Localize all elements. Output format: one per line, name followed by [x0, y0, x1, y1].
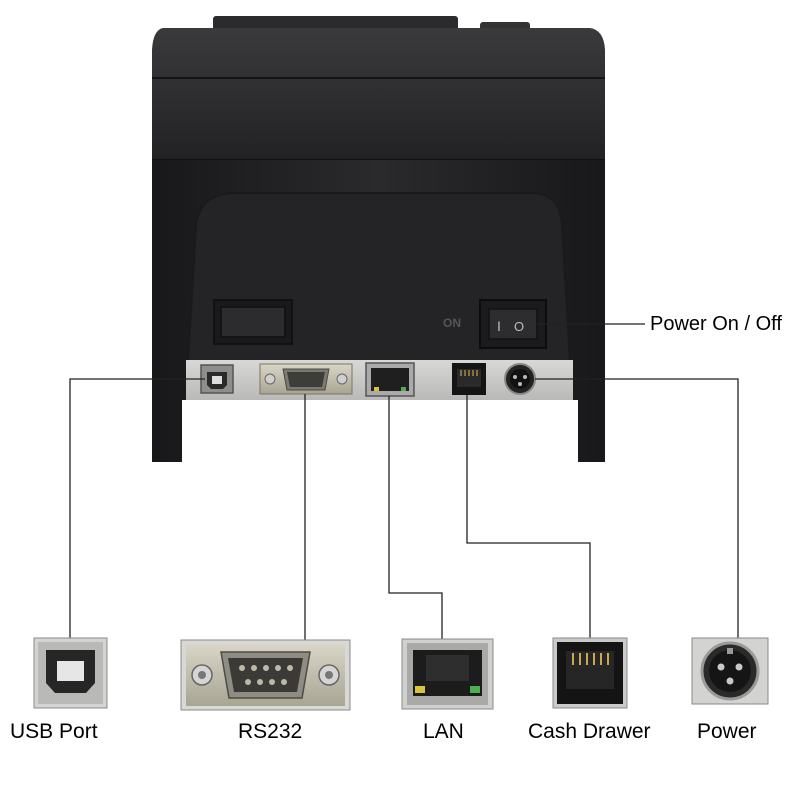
switch-off-symbol: O — [514, 319, 524, 334]
lan-port-callout — [401, 638, 494, 710]
leader-line-power — [535, 378, 739, 638]
rs232-label: RS232 — [238, 720, 303, 743]
usb-port-small — [200, 364, 234, 394]
power-port-callout — [691, 637, 769, 705]
leader-lines — [69, 323, 739, 640]
lan-port-small — [365, 362, 415, 397]
cash-drawer-port-callout — [552, 637, 628, 709]
leader-line-cash-drawer — [466, 395, 591, 638]
power-switch: ON I O — [443, 299, 547, 349]
lan-label: LAN — [423, 720, 464, 743]
switch-on-symbol: I — [497, 318, 501, 334]
printer-body: ON I O — [152, 16, 605, 462]
cash-drawer-port-small — [452, 363, 486, 395]
usb-port-callout — [33, 637, 108, 709]
power-label: Power — [697, 720, 757, 743]
leader-line-usb — [69, 378, 205, 638]
rs232-port-small — [259, 363, 353, 395]
usb-port-label: USB Port — [10, 720, 98, 743]
cash-drawer-label: Cash Drawer — [528, 720, 651, 743]
vent-grille — [213, 299, 293, 345]
power-port-small — [504, 363, 536, 395]
leader-line-lan — [388, 396, 443, 639]
switch-on-text: ON — [443, 316, 461, 330]
rs232-port-callout — [180, 639, 351, 711]
power-switch-label: Power On / Off — [650, 313, 782, 335]
